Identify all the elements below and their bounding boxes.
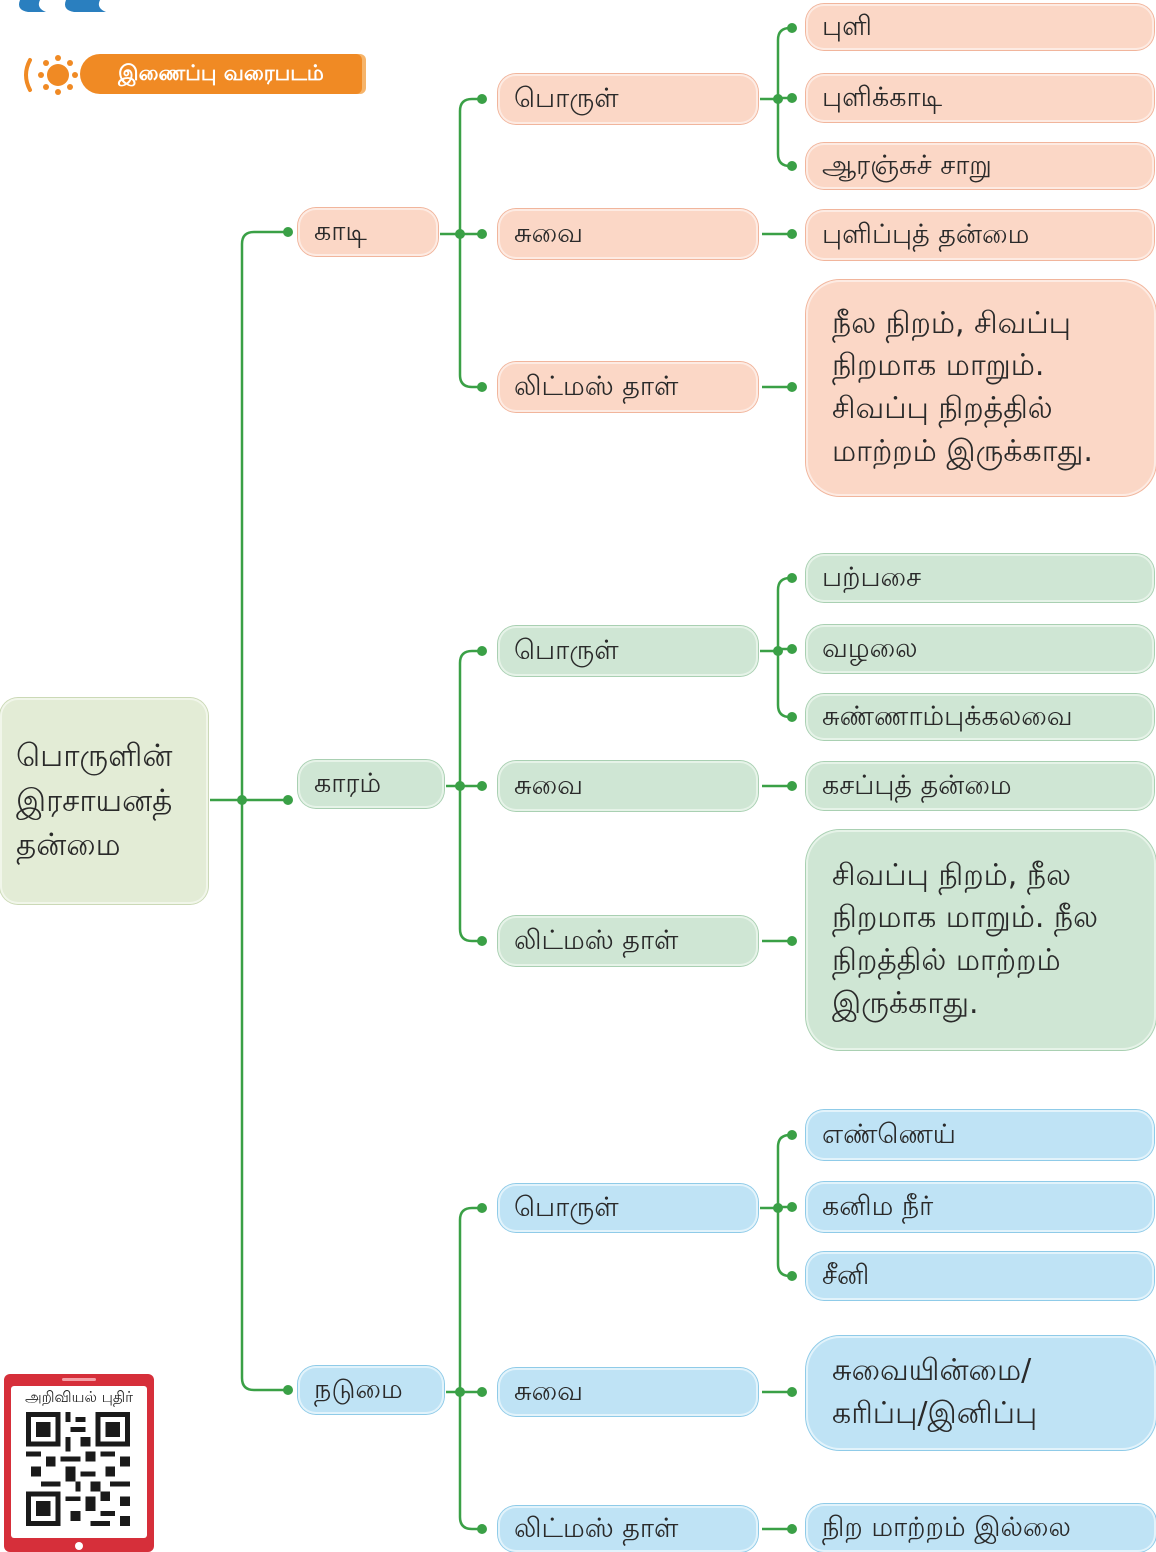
- connector-dot: [787, 161, 797, 171]
- connector-dot: [787, 1271, 797, 1281]
- base-branch-substance: பொருள்: [498, 626, 758, 676]
- connector-line: [240, 230, 255, 1392]
- connector-dot: [477, 1203, 487, 1213]
- qr-code-icon[interactable]: [25, 1412, 131, 1526]
- connector-dot: [477, 781, 487, 791]
- book-logo-icon: [19, 0, 106, 12]
- connector-dot: [787, 712, 797, 722]
- base-leaf-litmus-result: சிவப்பு நிறம், நீல நிறமாக மாறும். நீல நி…: [806, 830, 1156, 1050]
- acid-branch-taste: சுவை: [498, 209, 758, 259]
- connector-dot: [787, 644, 797, 654]
- connector-dot: [477, 94, 487, 104]
- connector-dot: [283, 1385, 293, 1395]
- sun-icon: [24, 55, 78, 95]
- card-button-dot: [75, 1542, 83, 1550]
- acid-leaf-tamarind: புளி: [806, 4, 1154, 50]
- acid-branch-litmus: லிட்மஸ் தாள்: [498, 362, 758, 412]
- connector-dot: [787, 229, 797, 239]
- category-neutral: நடுமை: [298, 1366, 444, 1414]
- connector-dot: [477, 382, 487, 392]
- neutral-leaf-mineral-water: கனிம நீர்: [806, 1182, 1154, 1232]
- acid-branch-substance: பொருள்: [498, 74, 758, 124]
- connector-dot: [283, 227, 293, 237]
- connector-dot: [787, 1387, 797, 1397]
- acid-leaf-sour: புளிப்புத் தன்மை: [806, 210, 1154, 260]
- connector-dot: [787, 23, 797, 33]
- connector-dot: [477, 229, 487, 239]
- base-branch-taste: சுவை: [498, 761, 758, 811]
- acid-leaf-orange-juice: ஆரஞ்சுச் சாறு: [806, 143, 1154, 189]
- connector-dot: [283, 795, 293, 805]
- acid-leaf-litmus-result: நீல நிறம், சிவப்பு நிறமாக மாறும். சிவப்ப…: [806, 280, 1156, 496]
- base-leaf-lime-mix: சுண்ணாம்புக்கலவை: [806, 694, 1154, 740]
- neutral-leaf-no-change: நிற மாற்றம் இல்லை: [806, 1504, 1156, 1552]
- neutral-leaf-sugar: சீனி: [806, 1252, 1154, 1300]
- connector-line: [458, 1206, 473, 1531]
- connector-dot: [787, 573, 797, 583]
- connector-dot: [787, 1202, 797, 1212]
- connector-dot: [787, 93, 797, 103]
- connector-dot: [477, 646, 487, 656]
- connector-dot: [477, 1387, 487, 1397]
- connector-dot: [787, 1524, 797, 1534]
- base-branch-litmus: லிட்மஸ் தாள்: [498, 916, 758, 966]
- connector-dot: [477, 1524, 487, 1534]
- qr-card[interactable]: அறிவியல் புதிர்: [4, 1374, 154, 1552]
- connector-line: [458, 649, 473, 943]
- neutral-branch-substance: பொருள்: [498, 1184, 758, 1232]
- neutral-branch-taste: சுவை: [498, 1368, 758, 1416]
- neutral-leaf-taste-result: சுவையின்மை/ கரிப்பு/இனிப்பு: [806, 1336, 1156, 1450]
- category-acid: காடி: [298, 208, 438, 256]
- connector-dot: [477, 936, 487, 946]
- qr-card-label: அறிவியல் புதிர்: [24, 1388, 133, 1406]
- connector-line: [458, 97, 473, 389]
- base-leaf-soap: வழலை: [806, 625, 1154, 673]
- neutral-branch-litmus: லிட்மஸ் தாள்: [498, 1506, 758, 1552]
- section-banner: இணைப்பு வரைபடம்: [0, 50, 380, 100]
- connector-line: [776, 576, 791, 719]
- banner-title: இணைப்பு வரைபடம்: [80, 54, 362, 94]
- connector-dot: [787, 382, 797, 392]
- connector-line: [776, 1133, 791, 1278]
- root-node: பொருளின் இரசாயனத் தன்மை: [0, 698, 208, 904]
- neutral-leaf-oil: எண்ணெய்: [806, 1110, 1154, 1160]
- category-base: காரம்: [298, 760, 444, 808]
- connector-dot: [787, 1130, 797, 1140]
- connector-dot: [787, 936, 797, 946]
- connector-dot: [787, 781, 797, 791]
- base-leaf-toothpaste: பற்பசை: [806, 554, 1154, 602]
- card-notch: [62, 1378, 96, 1381]
- qr-card-inner: அறிவியல் புதிர்: [11, 1386, 147, 1538]
- base-leaf-bitter: கசப்புத் தன்மை: [806, 762, 1154, 810]
- acid-leaf-vinegar: புளிக்காடி: [806, 74, 1154, 122]
